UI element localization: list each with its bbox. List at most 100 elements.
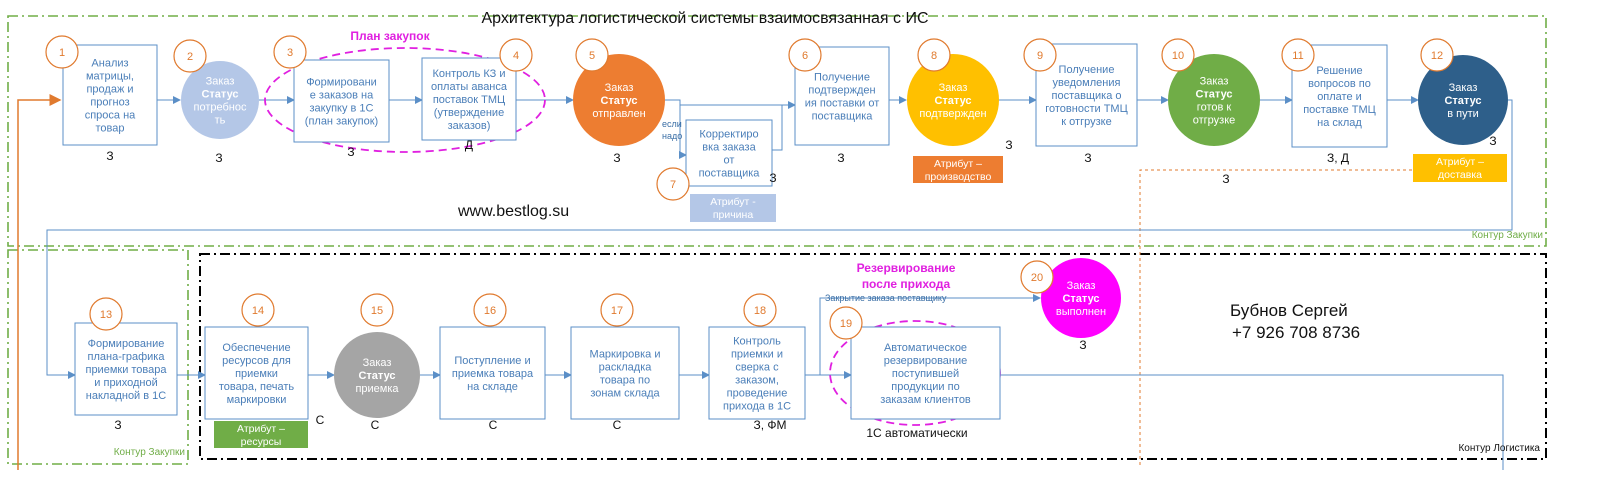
step-number-badge-n4 bbox=[499, 38, 533, 72]
process-box-text-line: от bbox=[724, 155, 735, 167]
process-box-text-line: поставок ТМЦ bbox=[433, 94, 505, 106]
responsible-tag-n9: З bbox=[1084, 151, 1091, 165]
status-circle-text-line: Заказ bbox=[1449, 82, 1478, 94]
responsible-tag-n3: З bbox=[347, 145, 354, 159]
process-box-text-line: (план закупок) bbox=[305, 116, 378, 128]
status-circle-fill bbox=[1418, 55, 1508, 145]
process-box-text-line: к отгрузке bbox=[1061, 116, 1111, 128]
process-box-text-line: Получение bbox=[1059, 64, 1115, 76]
status-circle-text-line: Заказ bbox=[363, 357, 392, 369]
process-box-text-line: резервирование bbox=[884, 355, 968, 367]
process-box-text-line: вка заказа bbox=[702, 142, 756, 154]
process-box-text-line: оплате и bbox=[1317, 91, 1362, 103]
step-number-n11: 11 bbox=[1292, 50, 1303, 62]
status-circle-text-line: Заказ bbox=[1200, 76, 1229, 88]
plan-highlight-label: План закупок bbox=[350, 29, 430, 43]
responsible-tag-n1: З bbox=[106, 149, 113, 163]
step-number-badge-n3 bbox=[273, 35, 307, 69]
step-number-badge-n15 bbox=[360, 293, 394, 327]
responsible-tag-n10: З bbox=[1222, 172, 1229, 186]
step-number-badge-n13 bbox=[89, 297, 123, 331]
process-box-text-line: раскладка bbox=[599, 362, 653, 374]
process-box-text-line: (утверждение bbox=[434, 107, 504, 119]
status-circle-text-line: подтвержден bbox=[919, 108, 986, 120]
branch-label-line2: надо bbox=[662, 131, 682, 141]
step-number-badge-n12 bbox=[1420, 38, 1454, 72]
reserve-highlight-line2: после прихода bbox=[862, 277, 951, 291]
responsible-tag-n8: З bbox=[1005, 138, 1012, 152]
process-box-text-line: приемки и bbox=[731, 349, 783, 361]
step-number-n10: 10 bbox=[1172, 50, 1184, 62]
responsible-tag-n12: З bbox=[1489, 134, 1496, 148]
closing-label: Закрытие заказа поставщику bbox=[825, 293, 947, 303]
attribute-label-bg bbox=[214, 421, 308, 448]
reserve-highlight-line1: Резервирование bbox=[857, 261, 956, 275]
process-box-text-line: поставке ТМЦ bbox=[1303, 104, 1376, 116]
process-box-text-line: товара по bbox=[600, 375, 650, 387]
process-box-n19[interactable]: Автоматическоерезервированиепоступившейп… bbox=[829, 306, 1001, 440]
step-number-badge-n7 bbox=[656, 167, 690, 201]
responsible-tag-n15: С bbox=[371, 418, 380, 432]
diagram-title: Архитектура логистической системы взаимо… bbox=[482, 10, 929, 27]
attribute-label-line1: Атрибут – bbox=[934, 158, 982, 170]
responsible-tag-n7: З bbox=[769, 171, 776, 185]
responsible-tag-n5: З bbox=[613, 151, 620, 165]
step-number-n3: 3 bbox=[287, 47, 293, 59]
status-circle-text-line: отправлен bbox=[592, 108, 645, 120]
contour-purchasing-top bbox=[7, 15, 1547, 247]
plan-highlight-ellipse bbox=[264, 47, 546, 153]
process-box-text-line: зонам склада bbox=[590, 388, 660, 400]
step-number-badge-n16 bbox=[473, 293, 507, 327]
responsible-tag-n4: Д bbox=[465, 138, 473, 152]
process-box-text-line: заказом, bbox=[735, 375, 779, 387]
process-box-text-line: Обеспечение bbox=[222, 342, 290, 354]
process-box-text-line: матрицы, bbox=[86, 71, 134, 83]
attribute-label-n8: Атрибут –производство bbox=[913, 156, 1003, 183]
status-circle-text-line: отгрузке bbox=[1193, 115, 1236, 127]
status-circle-text-line: Статус bbox=[1444, 95, 1481, 107]
status-circle-fill bbox=[181, 61, 259, 139]
attribute-label-n7: Атрибут -причина bbox=[690, 194, 776, 222]
process-box-frame bbox=[204, 326, 309, 420]
author-phone: +7 926 708 8736 bbox=[1232, 323, 1360, 342]
responsible-tag-n14: С bbox=[316, 413, 325, 427]
attribute-label-line2: ресурсы bbox=[241, 436, 282, 448]
step-number-n8: 8 bbox=[931, 50, 937, 62]
process-box-text-line: Корректиро bbox=[699, 129, 758, 141]
process-box-text-line: заказам клиентов bbox=[880, 394, 971, 406]
process-box-text-line: уведомления bbox=[1053, 77, 1121, 89]
status-circle-text-line: потребнос bbox=[194, 102, 247, 114]
attribute-label-line2: производство bbox=[925, 171, 992, 183]
process-box-text-line: прогноз bbox=[90, 97, 129, 109]
process-box-frame bbox=[685, 119, 773, 187]
process-box-text-line: Получение bbox=[814, 72, 870, 84]
top-flow-connectors bbox=[46, 96, 1513, 379]
status-circle-text-line: Статус bbox=[201, 89, 238, 101]
step-number-badge-n1 bbox=[45, 35, 79, 69]
process-box-text-line: Анализ bbox=[91, 58, 128, 70]
process-box-frame bbox=[293, 59, 390, 143]
status-circle-text-line: Статус bbox=[1195, 89, 1232, 101]
process-box-text-line: заказов) bbox=[448, 120, 491, 132]
process-box-text-line: Автоматическое bbox=[884, 342, 967, 354]
